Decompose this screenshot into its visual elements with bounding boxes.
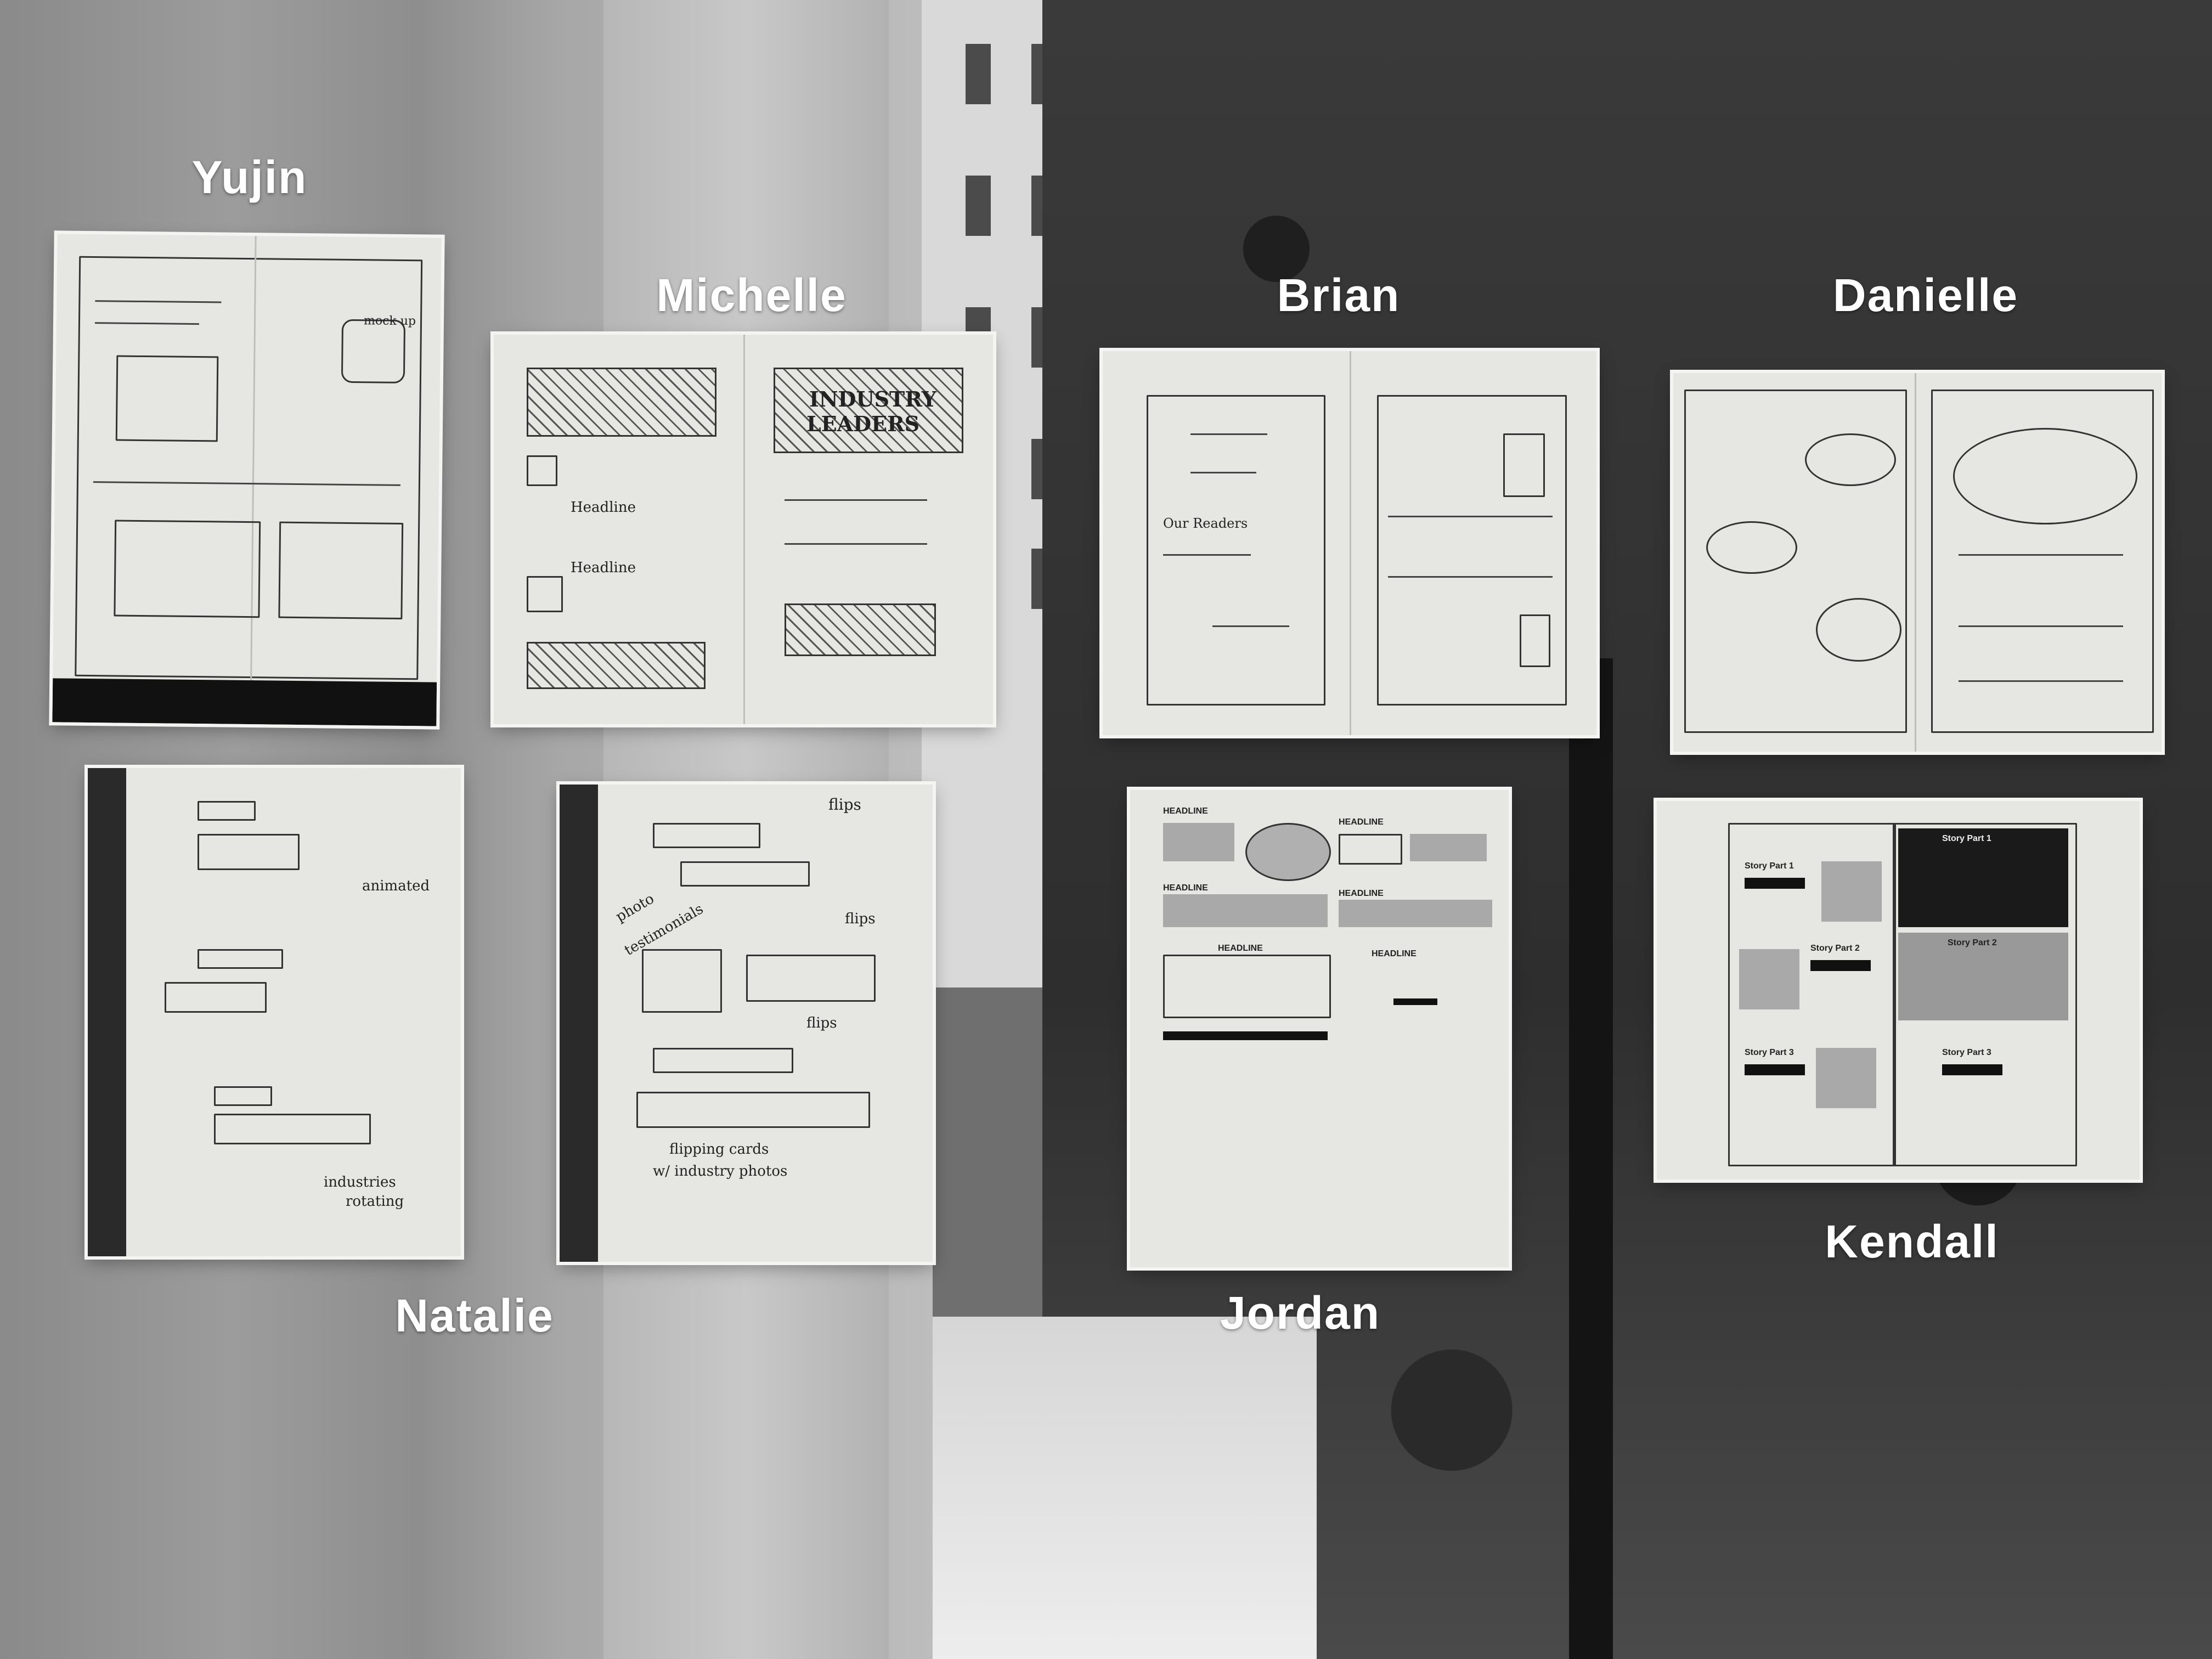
wireframe-sheet-kendall: Story Part 1 Story Part 1 Story Part 2 S… xyxy=(1657,801,2140,1180)
story-part-1-right: Story Part 1 xyxy=(1942,834,1991,843)
story-part-2-right: Story Part 2 xyxy=(1948,938,1997,947)
sketch-sheet-natalie-2: flips photo testimonials flips flips fli… xyxy=(560,785,933,1262)
wireframe-sheet-jordan: HEADLINE HEADLINE HEADLINE HEADLINE HEAD… xyxy=(1130,790,1509,1267)
industry-photos-note: w/ industry photos xyxy=(653,1163,788,1180)
flips-note-2: flips xyxy=(845,911,876,927)
jordan-headline-1: HEADLINE xyxy=(1163,806,1208,816)
industry-title: INDUSTRY xyxy=(809,387,936,411)
name-label-natalie: Natalie xyxy=(395,1290,554,1341)
jordan-headline-4: HEADLINE xyxy=(1339,889,1384,898)
story-part-3-left: Story Part 3 xyxy=(1745,1048,1794,1057)
sketch-sheet-michelle: Headline Headline INDUSTRY LEADERS xyxy=(494,335,993,724)
story-part-1-left: Story Part 1 xyxy=(1745,861,1794,871)
flips-note-1: flips xyxy=(828,795,861,814)
jordan-headline-5: HEADLINE xyxy=(1218,944,1263,953)
name-label-brian: Brian xyxy=(1277,269,1401,321)
sketch-sheet-brian: Our Readers xyxy=(1103,351,1596,735)
tree-trunk xyxy=(1569,658,1613,1659)
name-label-yujin: Yujin xyxy=(191,151,308,203)
headline-text-1: Headline xyxy=(571,499,636,516)
sketch-sheet-yujin: mock up xyxy=(52,234,442,726)
name-label-jordan: Jordan xyxy=(1220,1287,1381,1339)
mock-up-note: mock up xyxy=(363,314,416,329)
jordan-headline-3: HEADLINE xyxy=(1163,883,1208,893)
sketch-sheet-natalie-1: animated industries rotating xyxy=(88,768,461,1256)
flipping-cards-note: flipping cards xyxy=(669,1141,769,1158)
animated-note: animated xyxy=(362,878,430,894)
jordan-headline-6: HEADLINE xyxy=(1372,949,1417,958)
rotating-note: rotating xyxy=(346,1193,404,1210)
street-ground xyxy=(933,1317,1317,1659)
flips-note-3: flips xyxy=(806,1015,837,1031)
story-part-3-right: Story Part 3 xyxy=(1942,1048,1991,1057)
name-label-kendall: Kendall xyxy=(1825,1216,1999,1267)
name-label-danielle: Danielle xyxy=(1832,269,2019,321)
headline-text-2: Headline xyxy=(571,560,636,576)
name-label-michelle: Michelle xyxy=(656,269,847,321)
photo-note: photo xyxy=(613,890,657,926)
story-part-2-left: Story Part 2 xyxy=(1810,944,1860,953)
industries-note: industries xyxy=(324,1174,396,1190)
our-readers-note: Our Readers xyxy=(1163,516,1248,531)
jordan-headline-2: HEADLINE xyxy=(1339,817,1384,827)
leaders-title: LEADERS xyxy=(806,411,920,436)
sketch-sheet-danielle xyxy=(1673,373,2162,752)
